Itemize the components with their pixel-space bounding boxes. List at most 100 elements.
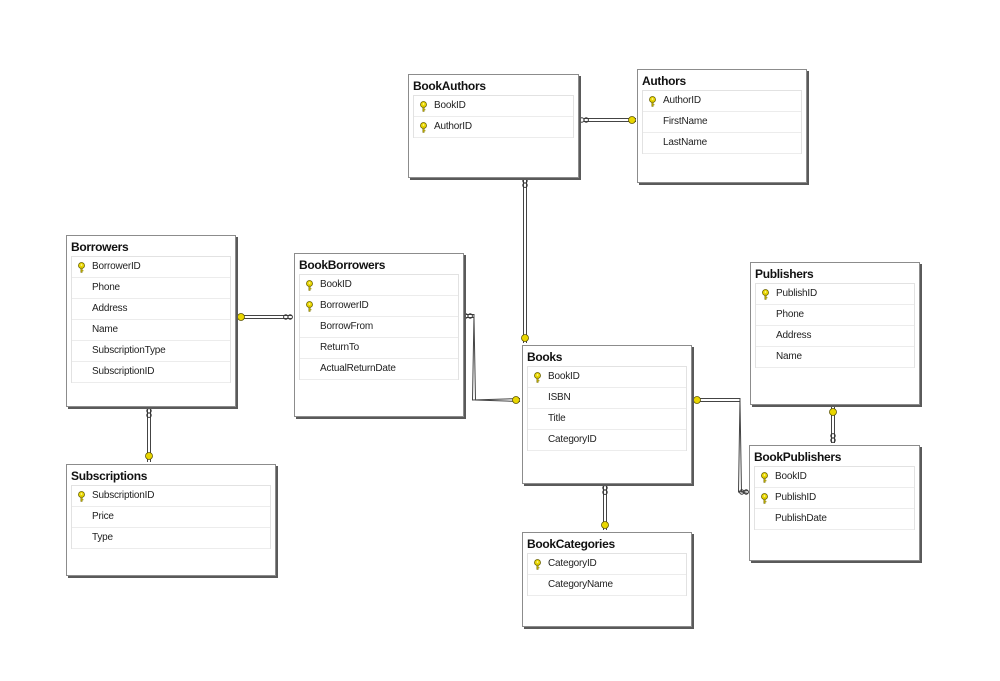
primary-key-icon [420, 122, 427, 133]
one-end-key-icon [628, 116, 636, 124]
column-name: Type [92, 532, 113, 543]
column-row[interactable]: Name [756, 347, 914, 368]
column-row[interactable]: PublishDate [755, 509, 914, 530]
table-title[interactable]: Borrowers [71, 240, 129, 254]
table-title[interactable]: Books [527, 350, 563, 364]
column-row[interactable]: AuthorID [643, 91, 801, 112]
table-title[interactable]: Authors [642, 74, 686, 88]
column-row[interactable]: CategoryID [528, 554, 686, 575]
column-name: PublishID [775, 492, 816, 503]
relationship-connector[interactable] [601, 485, 609, 530]
column-row[interactable]: ReturnTo [300, 338, 458, 359]
relationship-connector[interactable] [463, 313, 521, 404]
column-row[interactable]: PublishID [755, 488, 914, 509]
many-end-infinity-icon [283, 314, 293, 320]
column-row[interactable]: BorrowFrom [300, 317, 458, 338]
column-name: Phone [92, 282, 120, 293]
column-name: ActualReturnDate [320, 363, 396, 374]
column-row[interactable]: SubscriptionID [72, 362, 230, 383]
table-title[interactable]: Publishers [755, 267, 814, 281]
primary-key-icon [762, 289, 769, 300]
many-end-infinity-icon [739, 489, 749, 495]
column-row[interactable]: Phone [72, 278, 230, 299]
many-end-infinity-icon [522, 178, 528, 188]
column-name: Phone [776, 309, 804, 320]
column-name: CategoryID [548, 434, 597, 445]
column-name: Address [776, 330, 812, 341]
relationship-connector[interactable] [521, 178, 529, 343]
table-title[interactable]: Subscriptions [71, 469, 148, 483]
relationship-connector[interactable] [579, 116, 636, 124]
column-name: BookID [775, 471, 807, 482]
column-name: CategoryID [548, 558, 597, 569]
column-name: Title [548, 413, 566, 424]
column-row[interactable]: SubscriptionID [72, 486, 270, 507]
column-row[interactable]: Title [528, 409, 686, 430]
one-end-key-icon [145, 452, 153, 460]
table-title[interactable]: BookPublishers [754, 450, 842, 464]
column-row[interactable]: SubscriptionType [72, 341, 230, 362]
one-end-key-icon [829, 408, 837, 416]
column-row[interactable]: Address [72, 299, 230, 320]
column-row[interactable]: PublishID [756, 284, 914, 305]
relationship-connector[interactable] [829, 407, 837, 443]
table-title[interactable]: BookCategories [527, 537, 615, 551]
column-name: ReturnTo [320, 342, 359, 353]
primary-key-icon [420, 101, 427, 112]
column-row[interactable]: BorrowerID [72, 257, 230, 278]
column-row[interactable]: Phone [756, 305, 914, 326]
many-end-infinity-icon [146, 408, 152, 418]
column-row[interactable]: Address [756, 326, 914, 347]
column-name: SubscriptionID [92, 366, 155, 377]
column-name: BorrowerID [92, 261, 141, 272]
column-name: SubscriptionID [92, 490, 155, 501]
column-row[interactable]: CategoryID [528, 430, 686, 451]
column-name: BookID [434, 100, 466, 111]
relationship-connector[interactable] [237, 313, 293, 321]
column-row[interactable]: BorrowerID [300, 296, 458, 317]
column-row[interactable]: Price [72, 507, 270, 528]
column-row[interactable]: Name [72, 320, 230, 341]
primary-key-icon [534, 559, 541, 570]
column-name: AuthorID [434, 121, 472, 132]
relationship-connector[interactable] [693, 396, 749, 495]
column-row[interactable]: BookID [414, 96, 573, 117]
column-row[interactable]: Type [72, 528, 270, 549]
column-row[interactable]: LastName [643, 133, 801, 154]
many-end-infinity-icon [579, 117, 589, 123]
column-row[interactable]: BookID [755, 467, 914, 488]
column-row[interactable]: AuthorID [414, 117, 573, 138]
column-name: PublishID [776, 288, 817, 299]
one-end-key-icon [693, 396, 701, 404]
column-row[interactable]: FirstName [643, 112, 801, 133]
relationship-connector[interactable] [145, 408, 153, 462]
column-row[interactable]: BookID [528, 367, 686, 388]
table-title[interactable]: BookAuthors [413, 79, 486, 93]
one-end-key-icon [601, 521, 609, 529]
column-row[interactable]: ISBN [528, 388, 686, 409]
primary-key-icon [78, 262, 85, 273]
primary-key-icon [649, 96, 656, 107]
primary-key-icon [761, 472, 768, 483]
primary-key-icon [78, 491, 85, 502]
column-row[interactable]: CategoryName [528, 575, 686, 596]
column-name: SubscriptionType [92, 345, 166, 356]
column-row[interactable]: ActualReturnDate [300, 359, 458, 380]
column-name: BorrowFrom [320, 321, 374, 332]
table-title[interactable]: BookBorrowers [299, 258, 386, 272]
column-row[interactable]: BookID [300, 275, 458, 296]
